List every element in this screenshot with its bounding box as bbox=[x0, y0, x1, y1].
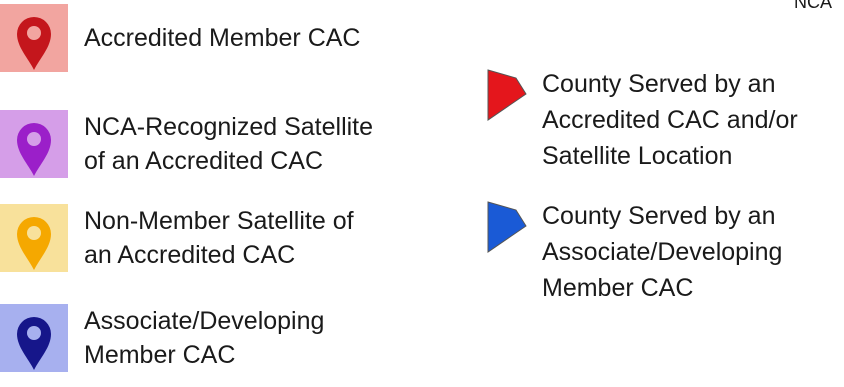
legend-item-county-associate: County Served by an Associate/Developing… bbox=[486, 198, 782, 306]
associate-developing-pin-icon bbox=[0, 304, 68, 372]
nca-satellite-pin-icon bbox=[0, 110, 68, 178]
legend-label: Associate/Developing Member CAC bbox=[84, 304, 324, 372]
legend-label-line: of an Accredited CAC bbox=[84, 147, 324, 175]
legend-item-associate-developing: Associate/Developing Member CAC bbox=[0, 304, 324, 372]
legend-label-line: Accredited Member CAC bbox=[84, 24, 361, 52]
legend-label-line: Satellite Location bbox=[542, 142, 733, 170]
non-member-satellite-pin-icon bbox=[0, 204, 68, 272]
legend-item-nca-satellite: NCA-Recognized Satellite of an Accredite… bbox=[0, 110, 373, 178]
county-arrow-icon bbox=[487, 69, 527, 121]
legend-label: Accredited Member CAC bbox=[84, 21, 360, 55]
legend-label-line: Accredited CAC and/or bbox=[542, 106, 798, 134]
legend-label-line: Member CAC bbox=[84, 341, 236, 369]
legend-label: County Served by an Associate/Developing… bbox=[542, 198, 782, 306]
accredited-member-pin-icon bbox=[0, 4, 68, 72]
legend-label-line: County Served by an bbox=[542, 202, 776, 230]
legend-label-line: Non-Member Satellite of bbox=[84, 207, 354, 235]
legend-label: NCA-Recognized Satellite of an Accredite… bbox=[84, 110, 373, 178]
legend-item-county-accredited: County Served by an Accredited CAC and/o… bbox=[486, 66, 798, 174]
legend-label-line: Associate/Developing bbox=[542, 238, 783, 266]
map-pin-icon bbox=[0, 110, 68, 178]
legend-label-line: Member CAC bbox=[542, 274, 694, 302]
map-pin-icon bbox=[0, 304, 68, 372]
legend-label: Non-Member Satellite of an Accredited CA… bbox=[84, 204, 354, 272]
legend-label-line: Associate/Developing bbox=[84, 307, 325, 335]
county-arrow-icon bbox=[487, 201, 527, 253]
legend-label-line: County Served by an bbox=[542, 70, 776, 98]
clipped-title: NCA bbox=[794, 0, 833, 12]
legend-item-accredited-member: Accredited Member CAC bbox=[0, 4, 360, 72]
legend-label-line: NCA-Recognized Satellite bbox=[84, 113, 374, 141]
legend-item-non-member-satellite: Non-Member Satellite of an Accredited CA… bbox=[0, 204, 354, 272]
legend-label: County Served by an Accredited CAC and/o… bbox=[542, 66, 798, 174]
legend-label-line: an Accredited CAC bbox=[84, 241, 296, 269]
map-pin-icon bbox=[0, 204, 68, 272]
map-pin-icon bbox=[0, 4, 68, 72]
